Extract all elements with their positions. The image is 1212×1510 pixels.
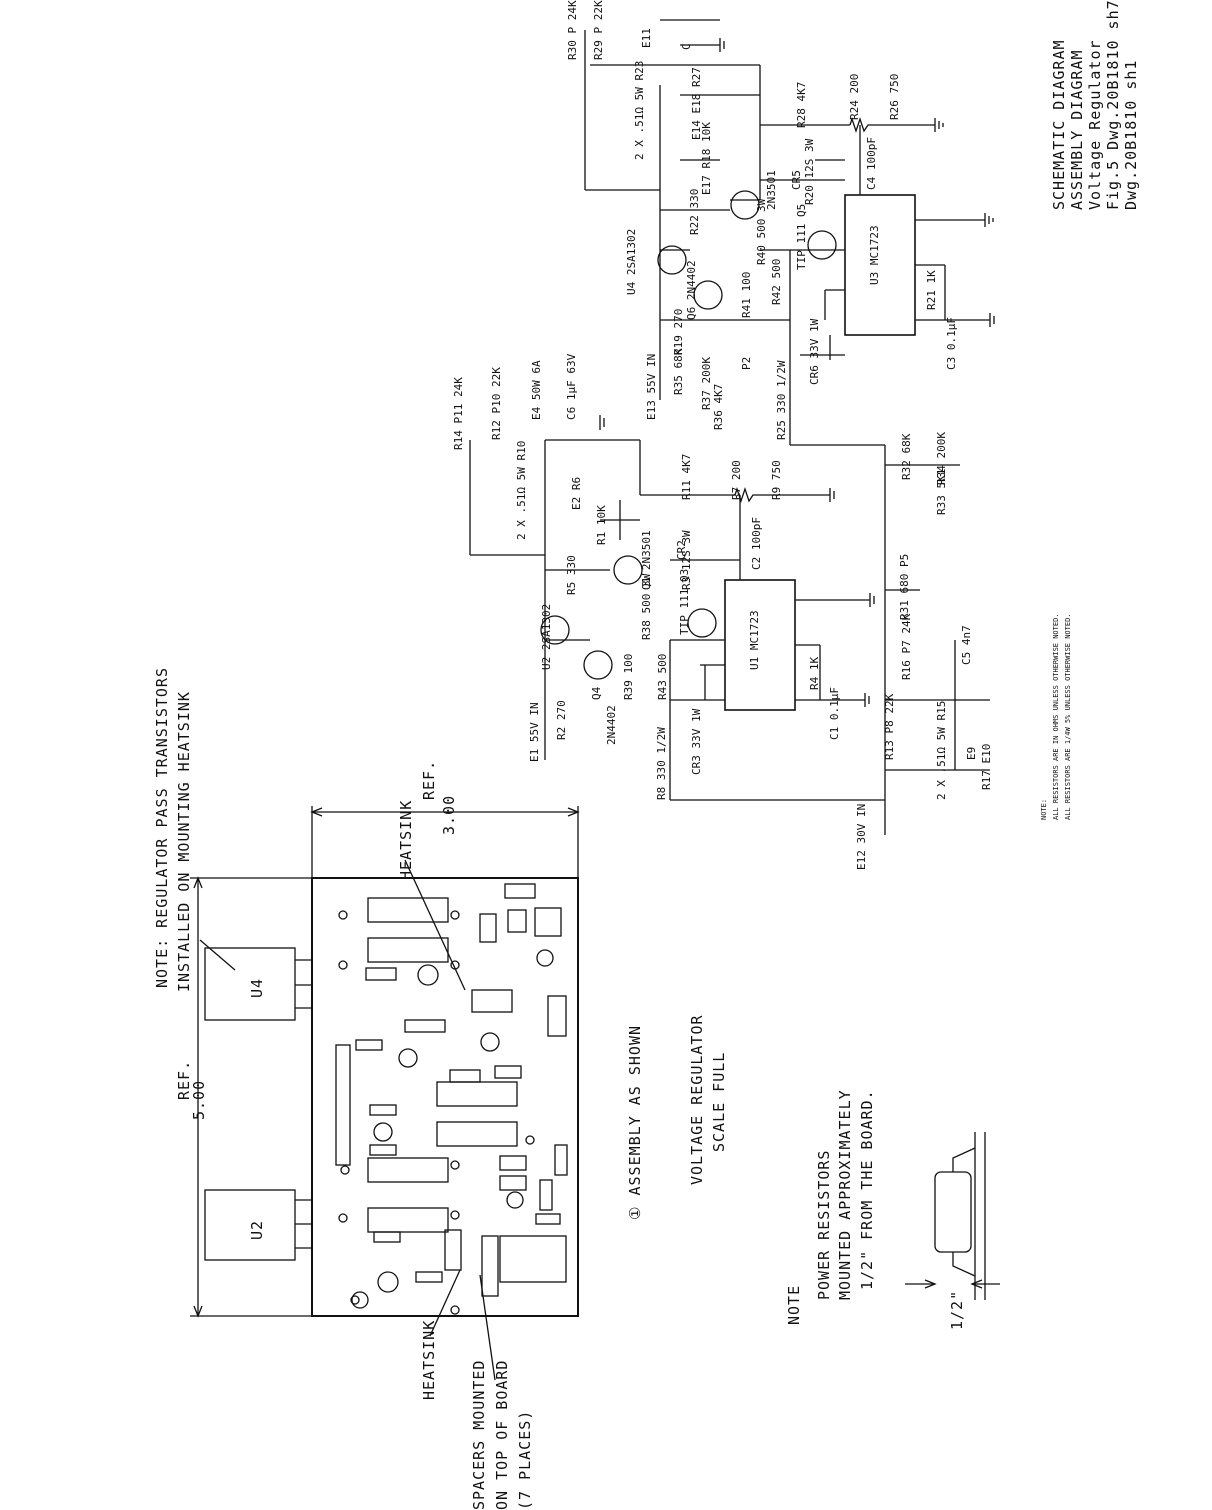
spacers-note-line3: (7 PLACES) [516,1409,534,1510]
label-c4: C4 100pF [865,137,878,190]
label-u1: U1 MC1723 [748,610,761,670]
label-c-upper: C [680,43,693,50]
label-r40: R40 500 3W [755,198,768,265]
label-c5: C5 4n7 [960,625,973,665]
label-r21: R21 1K [925,270,938,310]
label-r8: R8 330 1/2W [655,727,668,800]
label-r7: R7 200 [730,460,743,500]
label-r32: R32 68K [900,433,913,480]
label-c1: C1 0.1µF [828,687,841,740]
label-u4-schematic: U4 2SA1302 [625,228,638,295]
label-r16: R16 P7 24K [900,613,913,680]
title-dwg-sh1: Dwg.20B1810 sh1 [1122,59,1140,210]
label-r1: R1 10K [595,505,608,545]
spacers-note-line1: SPACERS MOUNTED [470,1359,488,1510]
title-fig-5: Fig.5 Dwg.20B1810 sh7 [1104,0,1122,210]
notes-resistors-ohms: ALL RESISTORS ARE IN OHMS UNLESS OTHERWI… [1052,613,1060,820]
label-u3: U3 MC1723 [868,225,881,285]
label-q5: TIP 111 Q5 [795,203,808,270]
power-resistor-body [934,1171,972,1253]
notes-resistors-watts: ALL RESISTORS ARE 1/4W 5% UNLESS OTHERWI… [1064,613,1072,820]
label-r38: R38 500 3W [640,573,653,640]
notes-heading: NOTE: [1040,798,1048,820]
label-r12: R12 P10 22K [490,367,503,440]
u2-transistor-package [204,1189,296,1261]
label-r31: R31 680 P5 [898,553,911,620]
label-r9: R9 750 [770,460,783,500]
note-heatsink-mounting: INSTALLED ON MOUNTING HEATSINK [175,691,193,992]
power-resistors-note-line2: MOUNTED APPROXIMATELY [836,1089,854,1300]
label-e13: E13 55V IN [645,353,658,420]
label-r18: E17 R18 10K [700,122,713,195]
u2-package-label: U2 [248,1219,266,1240]
half-inch-dimension: 1/2" [948,1289,966,1330]
label-r10: 2 X .51Ω 5W R10 [515,440,528,540]
label-2n4402-lower: 2N4402 [605,705,618,745]
scale-full-label: SCALE FULL [710,1051,728,1152]
label-e12: E12 30V IN [855,803,868,870]
pcb-board-outline [311,877,579,1317]
label-r5: R5 330 [565,555,578,595]
label-q3: TIP 111 Q3 [678,568,691,635]
power-resistors-note-line3: 1/2" FROM THE BOARD. [858,1089,876,1290]
label-q6: Q6 2N4402 [685,260,698,320]
label-u2-schematic: U2 2SA1302 [540,603,553,670]
u4-package-label: U4 [248,977,266,998]
ref-3-value: 3.00 [440,794,458,835]
label-r4: R4 1K [808,656,821,690]
label-r39: R39 100 [622,653,635,700]
label-p2: P2 [740,356,753,370]
label-q4: Q4 [590,686,603,700]
label-r22: R22 330 [688,188,701,235]
label-r15: 2 X .51Ω 5W R15 [935,700,948,800]
label-r26: R26 750 [888,73,901,120]
label-e1: E1 55V IN [528,702,541,762]
label-r42: R42 500 [770,258,783,305]
label-e9: E9 [965,746,978,760]
label-e11-upper: E11 [640,28,653,48]
u4-transistor-package [204,947,296,1021]
ref-5-value: 5.00 [190,1079,208,1120]
label-cr5: CR5 [790,170,803,190]
ground-symbols [599,38,995,707]
ref-label-top: REF. [420,759,438,800]
label-r41: R41 100 [740,271,753,318]
label-c2: C2 100pF [750,517,763,570]
label-c3: C3 0.1µF [945,317,958,370]
label-r11: R11 4K7 [680,453,693,500]
label-e4: E4 50W 6A [530,360,543,420]
voltage-regulator-title: VOLTAGE REGULATOR [688,1014,706,1185]
label-r43: R43 500 [656,653,669,700]
label-r17: R17 E10 [980,743,993,790]
label-r20: R20 12S 3W [803,138,816,205]
label-r33: R33 5K1 [935,468,948,515]
label-r24: R24 200 [848,73,861,120]
label-cr6: CR6 33V 1W [808,318,821,385]
note-regulator-pass-transistors: NOTE: REGULATOR PASS TRANSISTORS [153,667,171,988]
heatsink-label-bottom: HEATSINK [420,1319,438,1400]
label-r29: R29 P 22K [592,0,605,60]
callout-assembly-as-shown: ① ASSEMBLY AS SHOWN [626,1024,644,1220]
label-r30: R30 P 24K [566,0,579,60]
label-cr3: CR3 33V 1W [690,708,703,775]
title-schematic-diagram: SCHEMATIC DIAGRAM [1050,39,1068,210]
power-resistors-note-line1: POWER RESISTORS [815,1149,833,1300]
label-r36: R36 4K7 [712,383,725,430]
label-c6: C6 1µF 63V [565,353,578,420]
label-r23: 2 X .51Ω 5W R23 [633,60,646,160]
label-r14: R14 P11 24K [452,377,465,450]
spacers-note-line2: ON TOP OF BOARD [493,1359,511,1510]
label-r28: R28 4K7 [795,81,808,128]
label-r13: R13 P8 22K [883,693,896,760]
note-heading: NOTE [785,1284,803,1325]
title-assembly-diagram: ASSEMBLY DIAGRAM [1068,49,1086,211]
label-r35: R35 68K [672,348,685,395]
label-r6: E2 R6 [570,476,583,510]
label-r2: R2 270 [555,700,568,740]
heatsink-label-top: HEATSINK [397,799,415,880]
title-voltage-regulator: Voltage Regulator [1086,39,1104,210]
label-r25: R25 330 1/2W [775,360,788,440]
